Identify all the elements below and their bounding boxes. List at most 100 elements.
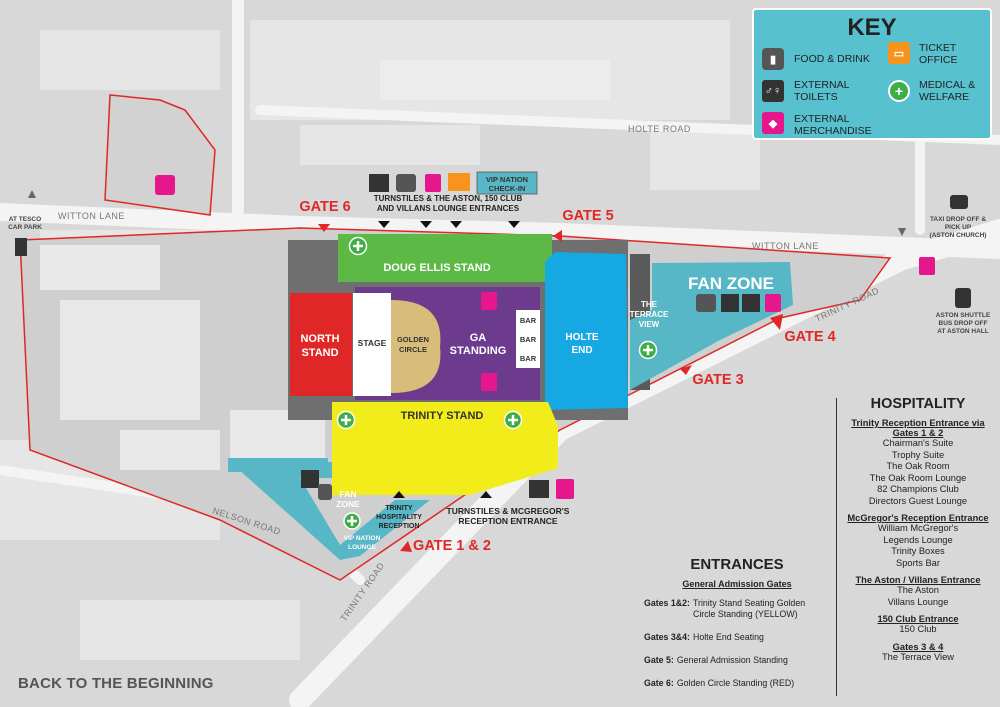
entrances-subtitle: General Admission Gates [682,579,792,589]
gate-4-label: GATE 4 [784,329,835,345]
back-to-beginning-link[interactable]: BACK TO THE BEGINNING [18,675,214,692]
stage-label: STAGE [358,338,387,348]
entrances-panel: ENTRANCES General Admission Gates Gates … [644,556,830,701]
food-icons [318,174,716,500]
fan-zone-small-label-1: FAN [340,489,357,499]
food-drink-icon: ▮ [762,48,784,70]
entrance-desc: Golden Circle Standing (RED) [676,678,795,688]
entrance-gate: Gates 3&4: [644,632,690,642]
vip-checkin-label-2: CHECK-IN [489,184,526,193]
hosp-heading: Trinity Reception Entrance via Gates 1 &… [851,418,985,438]
gate-1-2-label: GATE 1 & 2 [413,538,491,554]
bus-icon [955,288,971,308]
north-stand-label-2: STAND [301,347,338,359]
entrance-row: Gate 6:Golden Circle Standing (RED) [644,678,830,689]
entrance-desc: General Admission Standing [676,655,788,665]
entrance-arrows [378,221,520,498]
hospitality-title: HOSPITALITY [870,396,966,412]
golden-circle-label-2: CIRCLE [399,345,427,354]
doug-ellis-label: DOUG ELLIS STAND [383,262,490,274]
merchandise-icons [155,174,935,499]
key-label-toilets: EXTERNAL TOILETS [794,79,850,103]
hosp-item: The Terrace View [881,651,954,662]
turnstiles-bottom-label-1: TURNSTILES & MCGREGOR'S [447,506,570,516]
terrace-label-1: THE [641,300,658,309]
vip-checkin-box [476,171,538,195]
key-label-ticket: TICKET OFFICE [919,42,958,66]
merch-area-outline [104,94,216,216]
holte-end-label-1: HOLTE [565,332,598,343]
fan-zone-large-label: FAN ZONE [688,274,774,293]
ga-standing-label-2: STANDING [450,345,507,357]
turnstiles-top-label-1: TURNSTILES & THE ASTON, 150 CLUB [374,194,523,203]
turnstiles-bottom-label-2: RECEPTION ENTRANCE [458,516,558,526]
tesco-arrow-icon [28,190,36,198]
terrace-label-3: VIEW [639,320,660,329]
holte-end [545,252,628,410]
golden-circle-label-1: GOLDEN [397,335,429,344]
vip-checkin-label-1: VIP NATION [486,175,528,184]
hosp-heading: 150 Club Entrance [877,614,959,624]
taxi-arrow-icon [898,228,906,236]
site-buildings [40,245,325,470]
bar-label-1: BAR [520,316,537,325]
ga-standing-label-1: GA [470,332,487,344]
hosp-item: The Aston [897,585,939,595]
taxi-label-3: (ASTON CHURCH) [930,232,987,239]
trinity-hosp-label-3: RECEPTION [379,523,420,530]
tesco-label-2: CAR PARK [8,224,42,231]
north-stand [290,293,352,396]
holte-end-label-2: END [571,345,592,356]
hosp-heading: McGregor's Reception Entrance [847,513,989,523]
fan-zone-small [228,460,430,560]
entrance-row: Gates 3&4:Holte End Seating [644,632,830,643]
hosp-item: Villans Lounge [887,596,949,607]
doug-ellis-stand [338,234,552,282]
gate-6-label: GATE 6 [299,199,350,215]
hosp-item: Trinity Boxes [891,546,945,556]
terrace-label-2: TERRACE [630,310,669,319]
entrance-row: Gate 5:General Admission Standing [644,655,830,666]
taxi-label-2: PICK UP [945,224,972,231]
ticket-office-icon: ▭ [888,42,910,64]
hosp-heading: Gates 3 & 4 [892,641,944,652]
bar-label-3: BAR [520,354,537,363]
hosp-item: Chairman's Suite [882,438,954,448]
holte-road-label: HOLTE ROAD [628,124,691,134]
shuttle-label-1: ASTON SHUTTLE [936,312,991,319]
hosp-item: The Oak Room Lounge [869,472,967,483]
medical-icons [336,236,658,530]
hospitality-panel: HOSPITALITY Trinity Reception Entrance v… [838,396,998,663]
vip-lounge-label-1: VIP NATION [344,535,381,542]
entrance-gate: Gate 5: [644,655,674,665]
hospitality-divider [836,398,837,696]
trinity-hosp-label-2: HOSPITALITY [376,514,422,521]
entrances-title: ENTRANCES [690,556,784,573]
gate-arrows [318,224,783,552]
shuttle-label-3: AT ASTON HALL [937,328,989,335]
hosp-item: Sports Bar [896,557,940,568]
entrance-row: Gates 1&2:Trinity Stand Seating Golden C… [644,598,830,620]
entrance-desc: Trinity Stand Seating Golden Circle Stan… [692,598,806,619]
hosp-item: Legends Lounge [883,534,953,545]
turnstiles-top-label-2: AND VILLANS LOUNGE ENTRANCES [377,204,520,213]
hosp-item: William McGregor's [877,523,959,533]
trinity-hosp-label-1: TRINITY [385,505,413,512]
key-label-food: FOOD & DRINK [794,53,870,65]
medical-icon: + [888,80,910,102]
tesco-label-1: AT TESCO [9,216,41,223]
hosp-item: Trophy Suite [891,449,945,460]
trinity-stand-label: TRINITY STAND [401,410,484,422]
shuttle-label-2: BUS DROP OFF [939,320,988,327]
map-key: KEY ▮ FOOD & DRINK ▭ TICKET OFFICE ♂♀ EX… [752,8,992,140]
hosp-item: 82 Champions Club [877,484,959,494]
taxi-label-1: TAXI DROP OFF & [930,216,986,223]
fan-zone-small-label-2: ZONE [336,499,360,509]
witton-lane-left-label: WITTON LANE [58,211,125,221]
hosp-item: 150 Club [899,624,937,634]
trinity-stand [332,402,558,495]
gate-5-label: GATE 5 [562,208,613,224]
taxi-icon [950,195,968,209]
toilets-icon: ♂♀ [762,80,784,102]
toilet-icons [15,174,760,498]
